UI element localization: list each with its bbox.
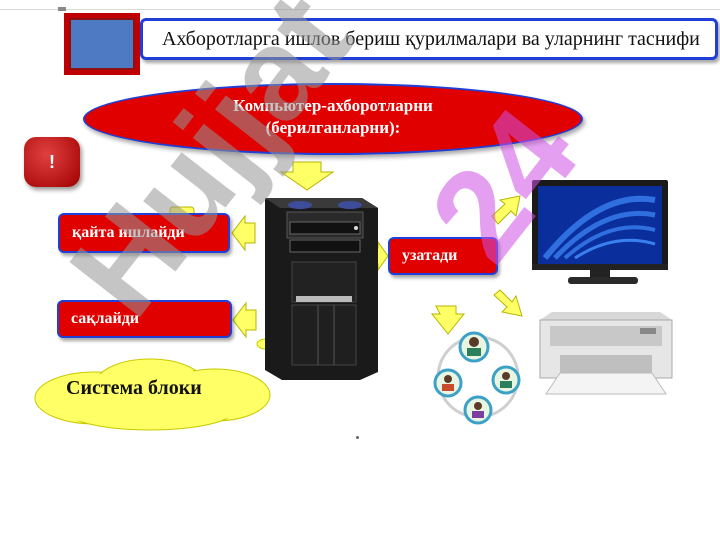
arrow-to-monitor <box>491 195 521 225</box>
label-kayta-ishlaydi: қайта ишлайди <box>58 213 230 253</box>
top-divider <box>0 9 720 10</box>
monitor-icon <box>532 180 668 284</box>
label-saklaydi: сақлайди <box>57 300 232 338</box>
decorative-square <box>64 13 140 75</box>
cloud-shape <box>34 358 271 431</box>
ellipse-line-2: (берилганларни): <box>265 118 401 137</box>
arrow-to-saklaydi <box>232 301 257 339</box>
pc-tower-icon <box>265 198 378 380</box>
ellipse-caption: Компьютер-ахборотларни (берилганларни): <box>83 95 583 139</box>
cloud-label: Система блоки <box>66 377 202 399</box>
arrow-down-into-tower <box>279 161 335 191</box>
printer-icon <box>539 312 673 395</box>
slide-title: Ахборотларга ишлов бериш қурилмалари ва … <box>162 28 700 50</box>
label-uzatadi: узатади <box>388 237 498 275</box>
top-marker <box>58 7 66 11</box>
exclamation-badge: ! <box>24 137 80 187</box>
stray-dot <box>356 436 359 439</box>
arrow-to-printer <box>493 289 523 317</box>
title-box <box>140 18 718 60</box>
arrow-to-kayta <box>231 214 256 252</box>
people-network-icon <box>433 331 521 425</box>
ellipse-line-1: Компьютер-ахборотларни <box>233 96 433 115</box>
arrow-to-network <box>430 305 466 335</box>
computer-ellipse <box>83 83 583 155</box>
decorative-square-inner <box>69 18 135 70</box>
